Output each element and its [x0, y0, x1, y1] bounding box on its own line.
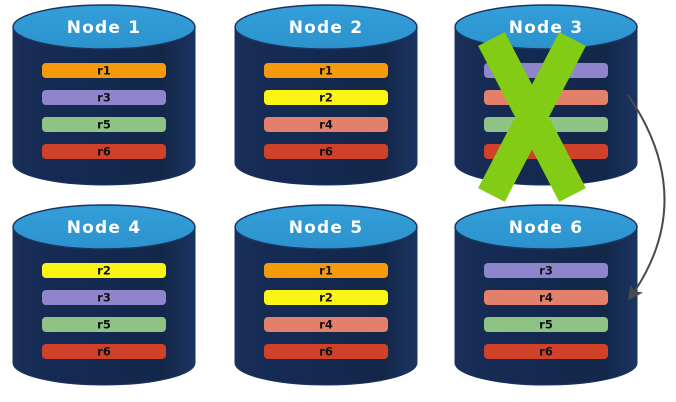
record-label-r1: r1 — [319, 64, 333, 78]
cylinder-top-ellipse — [454, 204, 638, 250]
node-cylinder-1[interactable]: Node 1 r1 r3 r5 r6 — [12, 4, 196, 186]
record-label-r5: r5 — [97, 118, 111, 132]
record-label-r3: r3 — [97, 291, 111, 305]
record-bar-r3[interactable] — [42, 290, 166, 305]
node-title: Node 5 — [289, 218, 364, 238]
record-label-r3: r3 — [97, 91, 111, 105]
node-title: Node 2 — [289, 18, 364, 38]
record-bar-r2[interactable] — [264, 290, 388, 305]
record-bar-r6[interactable] — [484, 344, 608, 359]
record-label-r1: r1 — [97, 64, 111, 78]
record-label-r4: r4 — [539, 291, 553, 305]
node-title: Node 1 — [67, 18, 142, 38]
cylinder-body — [234, 226, 418, 386]
record-bar-r6[interactable] — [42, 144, 166, 159]
cylinder-body — [234, 26, 418, 186]
node-cylinder-2[interactable]: Node 2 r1 r2 r4 r6 — [234, 4, 418, 186]
record-bar-r1[interactable] — [264, 263, 388, 278]
record-label-r6: r6 — [319, 145, 333, 159]
record-bar-r2[interactable] — [42, 263, 166, 278]
record-label-r6: r6 — [97, 345, 111, 359]
record-label-r1: r1 — [319, 264, 333, 278]
node-title: Node 6 — [509, 218, 584, 238]
record-label-r4: r4 — [319, 118, 333, 132]
cylinder-top-ellipse — [12, 4, 196, 50]
record-label-r6: r6 — [319, 345, 333, 359]
node-title: Node 3 — [509, 18, 584, 38]
record-label-r6: r6 — [97, 145, 111, 159]
record-bar-r6[interactable] — [42, 344, 166, 359]
record-label-r5: r5 — [97, 318, 111, 332]
record-bar-r6[interactable] — [264, 144, 388, 159]
record-bar-r4[interactable] — [264, 117, 388, 132]
cylinder-top-ellipse — [12, 204, 196, 250]
record-label-r5: r5 — [539, 318, 553, 332]
cylinder-body — [12, 226, 196, 386]
node-title: Node 4 — [67, 218, 142, 238]
record-bar-r5[interactable] — [42, 117, 166, 132]
cylinder-top-ellipse — [234, 4, 418, 50]
record-label-r2: r2 — [97, 264, 111, 278]
cylinder-top-ellipse — [234, 204, 418, 250]
record-bar-r1[interactable] — [264, 63, 388, 78]
record-label-r4: r4 — [319, 318, 333, 332]
failure-x-mark — [478, 32, 586, 202]
failure-x-stroke-2 — [478, 32, 586, 202]
record-bar-r3[interactable] — [42, 90, 166, 105]
record-bar-r6[interactable] — [264, 344, 388, 359]
arrow-layer — [627, 94, 666, 301]
node-cylinder-6[interactable]: Node 6 r3 r4 r5 r6 — [454, 204, 638, 386]
record-bar-r5[interactable] — [484, 317, 608, 332]
record-bar-r3[interactable] — [484, 263, 608, 278]
node-cylinder-5[interactable]: Node 5 r1 r2 r4 r6 — [234, 204, 418, 386]
record-label-r2: r2 — [319, 91, 333, 105]
record-bar-r2[interactable] — [264, 90, 388, 105]
record-label-r6: r6 — [539, 345, 553, 359]
record-bar-r4[interactable] — [264, 317, 388, 332]
failure-mark-layer — [478, 32, 586, 202]
record-bar-r5[interactable] — [42, 317, 166, 332]
record-bar-r1[interactable] — [42, 63, 166, 78]
record-label-r3: r3 — [539, 264, 553, 278]
record-bar-r4[interactable] — [484, 290, 608, 305]
replication-arrow — [627, 94, 666, 301]
cylinder-body — [12, 26, 196, 186]
record-label-r2: r2 — [319, 291, 333, 305]
cylinder-body — [454, 226, 638, 386]
node-cylinder-4[interactable]: Node 4 r2 r3 r5 r6 — [12, 204, 196, 386]
